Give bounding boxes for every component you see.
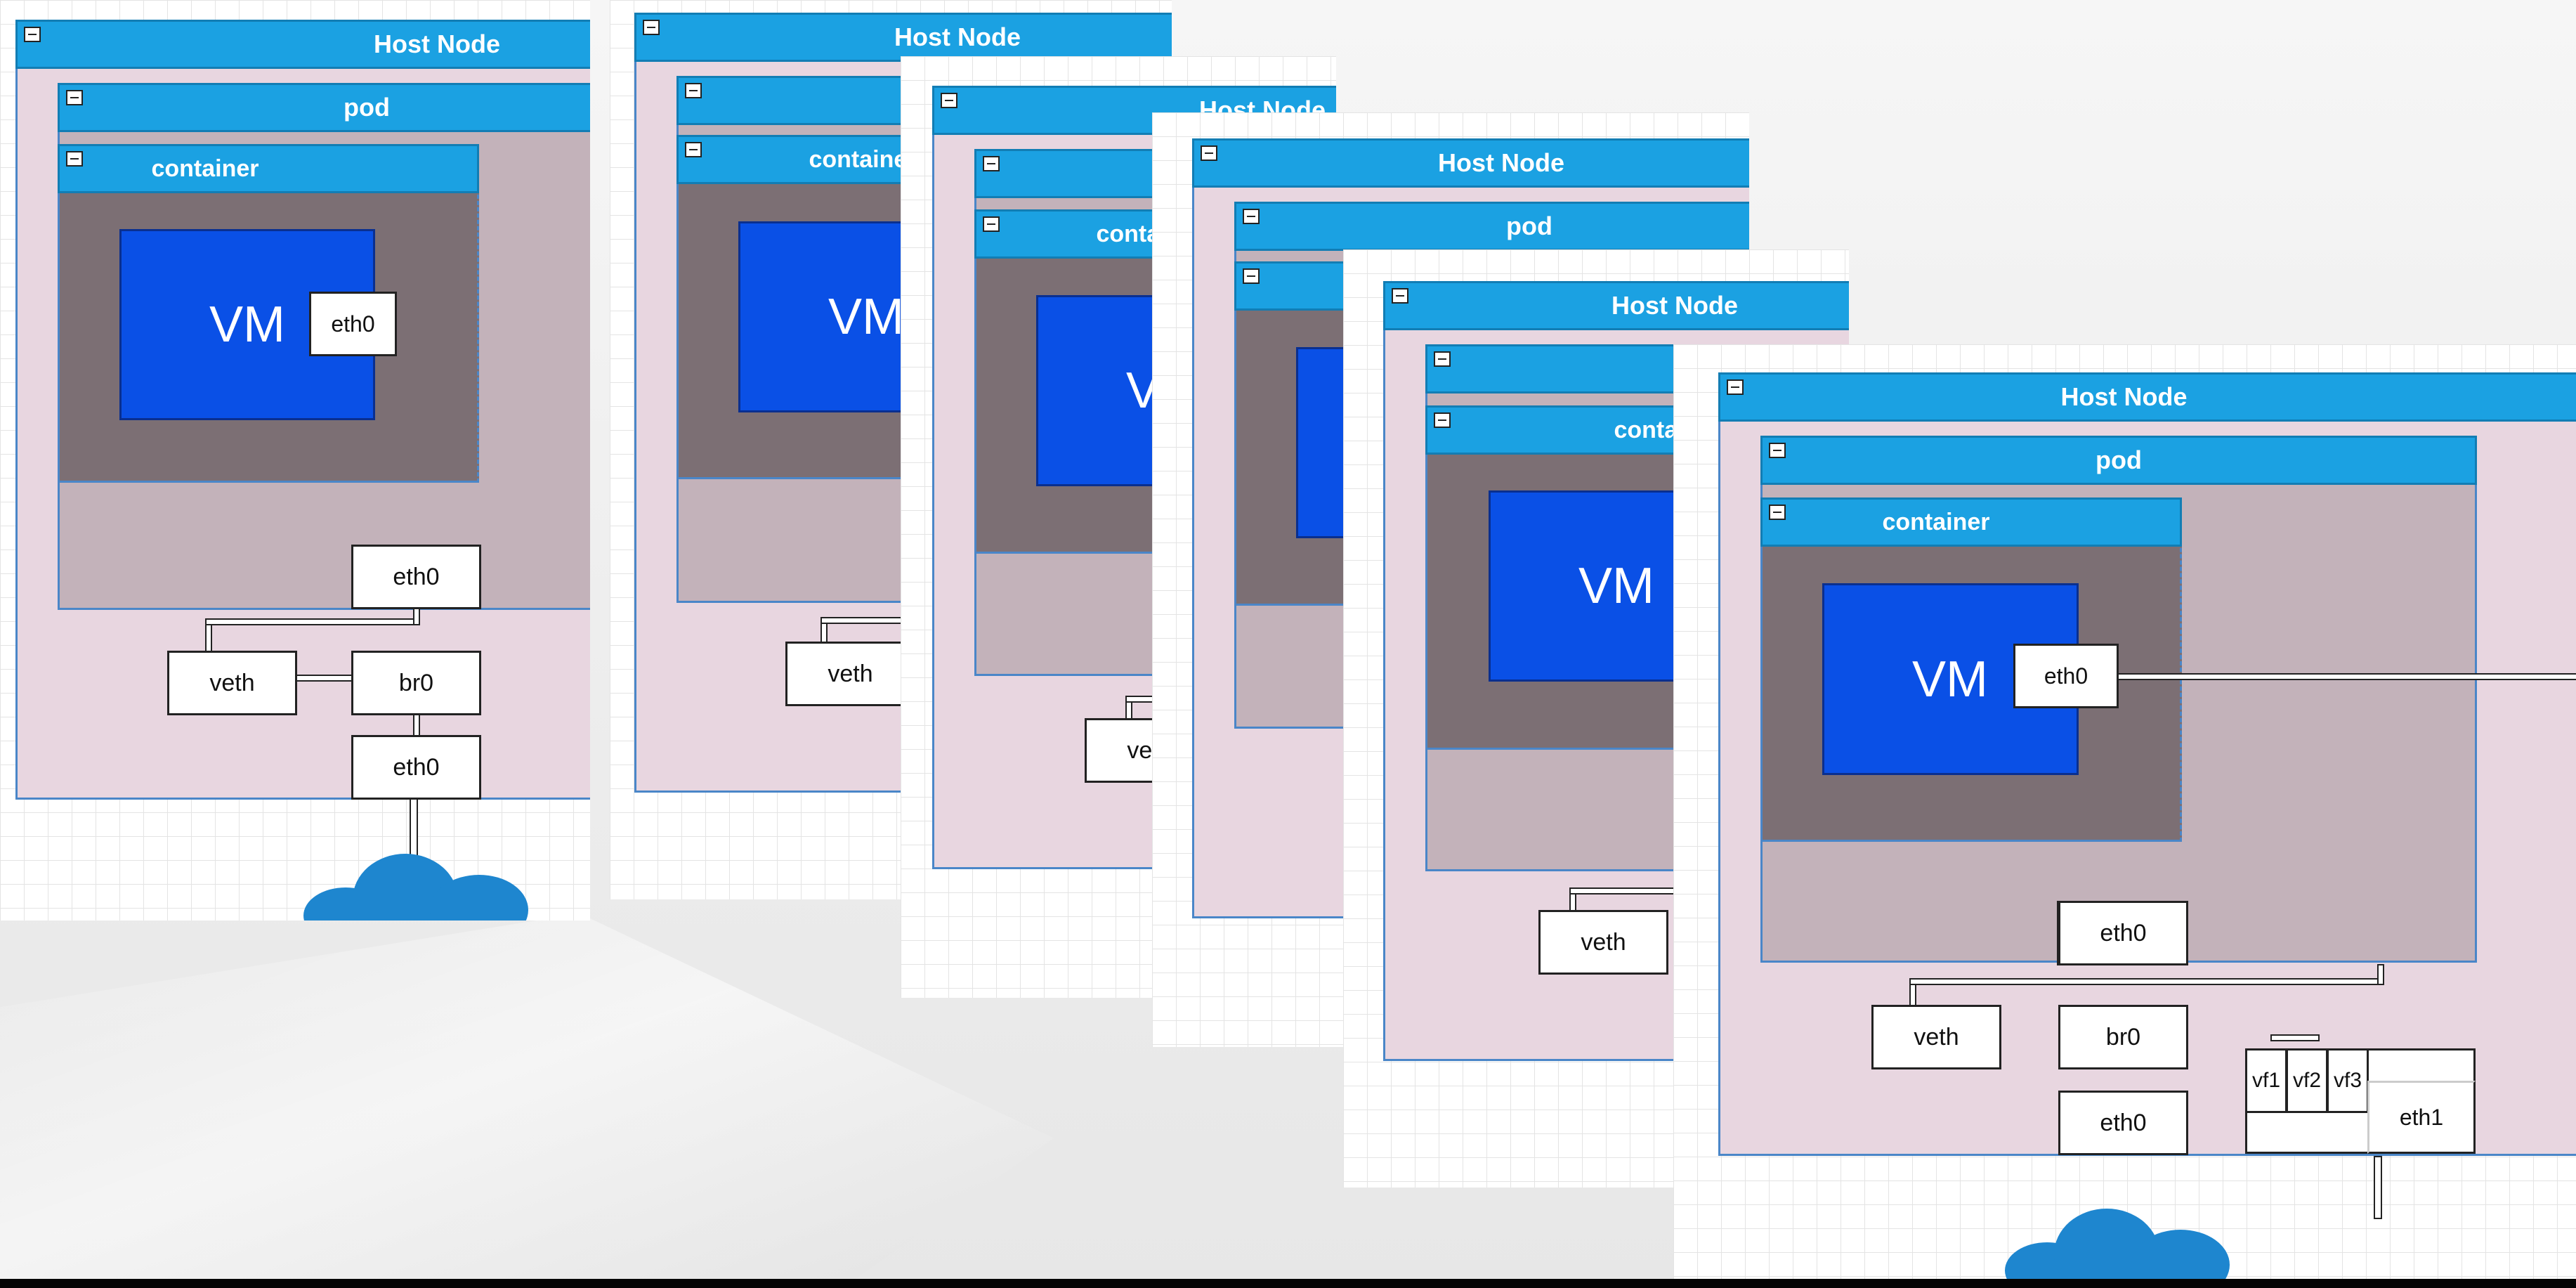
veth: veth (167, 651, 297, 715)
cable-veth-horizontal (205, 618, 420, 625)
collapse-icon[interactable] (1434, 351, 1451, 367)
container-label: container (1882, 508, 1990, 535)
cable-br0-eth0 (413, 714, 420, 736)
host-node-header: Host Node (15, 20, 590, 69)
diagram-slide-7: Host Node pod container VM eth0 eth0 vet… (1673, 344, 2576, 1279)
cable-eth0-cloud (410, 798, 418, 861)
cable-veth-br0 (295, 675, 355, 682)
collapse-icon[interactable] (1243, 268, 1260, 284)
br0: br0 (2058, 1005, 2188, 1069)
bottom-bar (0, 1279, 2576, 1288)
br0: br0 (351, 651, 481, 715)
host-node-label: Host Node (2060, 382, 2188, 411)
cloud-icon (303, 854, 528, 921)
veth: veth (1538, 910, 1668, 975)
vm-label: VM (1912, 651, 1988, 708)
host-node-label: Host Node (1611, 291, 1738, 320)
collapse-icon[interactable] (1201, 145, 1217, 161)
collapse-icon[interactable] (1392, 288, 1408, 304)
vf3: vf3 (2327, 1048, 2369, 1113)
pod-header: pod (1760, 436, 2477, 485)
collapse-icon[interactable] (1727, 379, 1744, 395)
diagram-slide-1: Host Node pod container VM eth0 eth0 vet… (0, 0, 590, 921)
pod-label: pod (1506, 212, 1552, 240)
collapse-icon[interactable] (685, 83, 702, 98)
host-node-label: Host Node (1438, 148, 1564, 177)
host-node-label: Host Node (374, 30, 500, 58)
collapse-icon[interactable] (66, 90, 83, 105)
collapse-icon[interactable] (24, 27, 41, 42)
vm-label: VM (1578, 558, 1654, 614)
cable-vm-eth0-horizontal (2117, 673, 2576, 680)
host-node-header: Host Node (1192, 138, 1749, 188)
host-eth0: eth0 (351, 735, 481, 800)
cable-veth-br0 (2270, 1034, 2320, 1041)
collapse-icon[interactable] (1434, 412, 1451, 428)
vm-label: VM (828, 289, 904, 345)
vf1: vf1 (2245, 1048, 2287, 1113)
vf2: vf2 (2286, 1048, 2328, 1113)
cable-veth-horizontal (1909, 978, 2384, 985)
container-label: container (151, 155, 259, 182)
collapse-icon[interactable] (66, 151, 83, 167)
pod-header: pod (58, 83, 590, 132)
collapse-icon[interactable] (983, 216, 1000, 232)
pod-label: pod (344, 93, 390, 122)
container-header: container (58, 144, 479, 193)
container-header: container (1760, 497, 2182, 547)
veth: veth (1871, 1005, 2001, 1069)
collapse-icon[interactable] (1243, 209, 1260, 224)
host-node-header: Host Node (1383, 281, 1849, 330)
vm-eth0: eth0 (309, 292, 397, 356)
eth1: eth1 (2367, 1081, 2476, 1154)
collapse-icon[interactable] (983, 156, 1000, 171)
vm-label: VM (209, 297, 285, 353)
pod-eth0-main: eth0 (2058, 901, 2188, 965)
pod-header: pod (1234, 202, 1749, 251)
cloud-icon (2005, 1209, 2230, 1279)
host-node-label: Host Node (894, 22, 1021, 51)
host-eth0: eth0 (2058, 1091, 2188, 1155)
container-label: container (809, 145, 917, 173)
host-node-header: Host Node (634, 13, 1172, 62)
collapse-icon[interactable] (1769, 443, 1786, 458)
collapse-icon[interactable] (1769, 505, 1786, 520)
cable-eth0-cloud (2374, 1156, 2382, 1219)
collapse-icon[interactable] (941, 93, 957, 108)
veth: veth (785, 642, 915, 706)
vm-eth0: eth0 (2013, 644, 2119, 708)
collapse-icon[interactable] (685, 142, 702, 157)
cable-eth0-down (2377, 964, 2384, 985)
host-node-header: Host Node (1718, 372, 2576, 422)
pod-label: pod (2096, 445, 2142, 474)
pod-eth0: eth0 (351, 545, 481, 609)
collapse-icon[interactable] (643, 20, 660, 35)
